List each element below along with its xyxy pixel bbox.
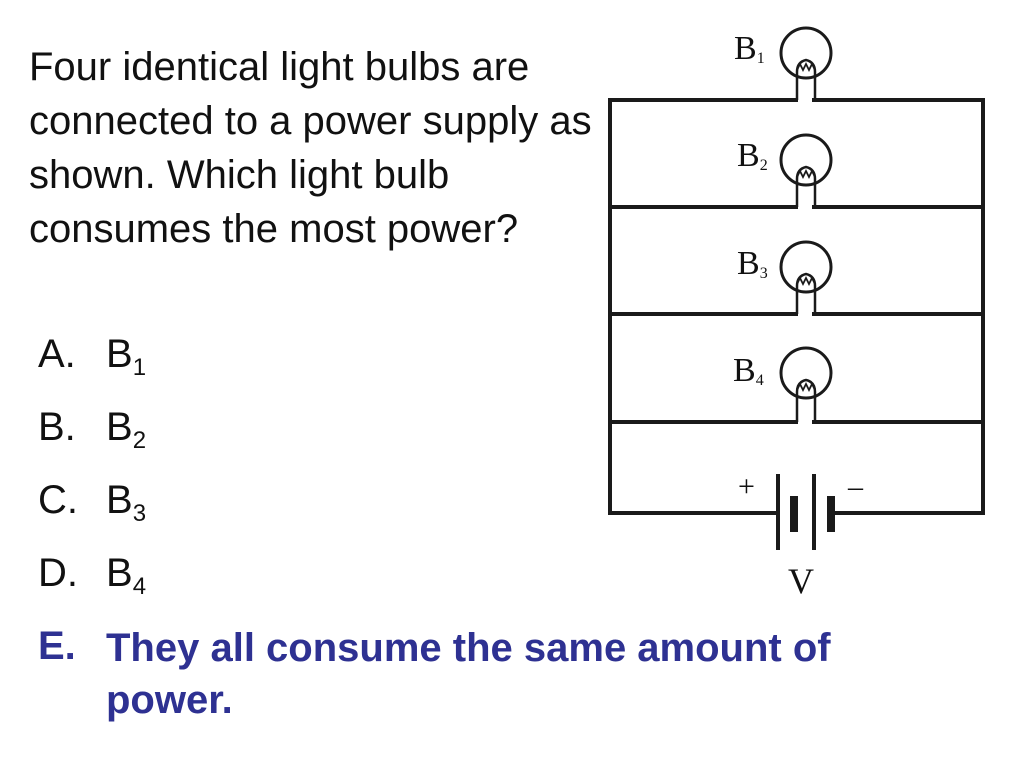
choice-a[interactable]: A. B1 xyxy=(38,330,958,380)
bulb-2-icon xyxy=(779,133,833,207)
choice-letter: A. xyxy=(38,332,76,376)
choice-base: B xyxy=(106,478,133,522)
answer-choices: A. B1 B. B2 C. B3 D. B4 E. They all cons… xyxy=(38,330,958,751)
choice-c[interactable]: C. B3 xyxy=(38,476,958,526)
battery-plus-sign: + xyxy=(738,470,755,503)
choice-base: B xyxy=(106,551,133,595)
choice-label: B3 xyxy=(106,478,146,526)
choice-subscript: 3 xyxy=(132,500,147,527)
choice-subscript: 1 xyxy=(132,354,147,381)
choice-d[interactable]: D. B4 xyxy=(38,549,958,599)
question-text: Four identical light bulbs are connected… xyxy=(29,45,592,251)
choice-b[interactable]: B. B2 xyxy=(38,403,958,453)
bulb-3-icon xyxy=(779,240,833,314)
choice-label: B4 xyxy=(106,551,146,599)
choice-letter: C. xyxy=(38,478,78,522)
bulb-1-icon xyxy=(779,26,833,100)
choice-letter: B. xyxy=(38,405,76,449)
choice-subscript: 2 xyxy=(132,427,147,454)
voltage-label: V xyxy=(788,561,814,601)
choice-letter: E. xyxy=(38,624,76,668)
battery-minus-sign: – xyxy=(847,470,864,503)
choice-subscript: 4 xyxy=(132,573,147,600)
choice-e-correct-answer[interactable]: E. They all consume the same amount of p… xyxy=(38,622,958,726)
bulb-3-label: B3 xyxy=(737,245,768,282)
bulb-1-label: B1 xyxy=(734,30,765,67)
choice-label: B1 xyxy=(106,332,146,380)
choice-label: They all consume the same amount of powe… xyxy=(106,626,831,722)
choice-base: B xyxy=(106,405,133,449)
battery-icon xyxy=(776,474,835,550)
choice-base: B xyxy=(106,332,133,376)
choice-letter: D. xyxy=(38,551,78,595)
bulb-4-label: B4 xyxy=(733,352,764,389)
choice-label: B2 xyxy=(106,405,146,453)
bulb-4-icon xyxy=(779,346,833,422)
bulb-2-label: B2 xyxy=(737,137,768,174)
